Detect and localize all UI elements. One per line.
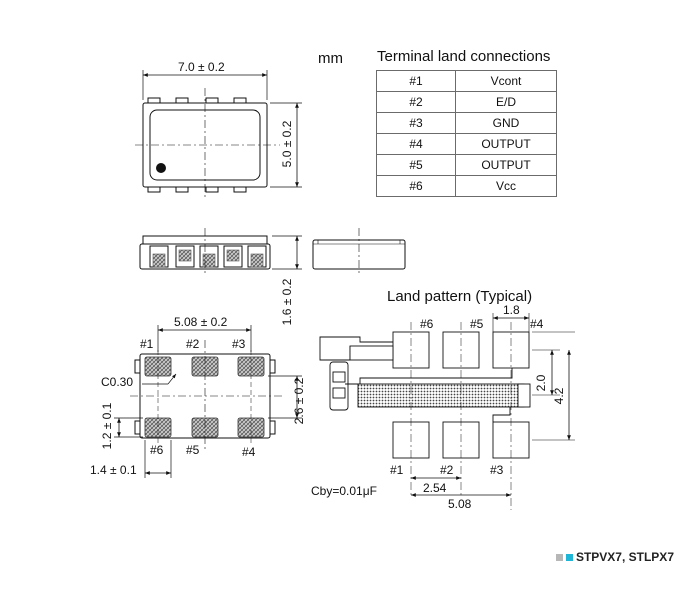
land-label: #2	[440, 463, 454, 477]
function-cell: OUTPUT	[455, 133, 557, 155]
pin-cell: #2	[376, 91, 456, 113]
ground-plane	[357, 383, 525, 408]
top-view	[135, 70, 302, 200]
land-label: #3	[490, 463, 504, 477]
land-pattern-title: Land pattern (Typical)	[387, 288, 533, 305]
pad-height-dim: 1.2 ± 0.1	[100, 402, 114, 450]
pad-gap-dim: 2.6 ± 0.2	[292, 377, 306, 425]
unit-label: mm	[318, 50, 343, 67]
footer-square-cyan	[565, 553, 573, 561]
land-dim-right-a: 2.0	[534, 374, 548, 392]
land-label: #6	[420, 317, 434, 331]
length-dim: 7.0 ± 0.2	[178, 60, 225, 74]
pad-span-dim: 5.08 ± 0.2	[174, 315, 228, 329]
capacitor-pad	[329, 361, 349, 411]
pin-cell: #4	[376, 133, 456, 155]
function-cell: Vcont	[455, 70, 557, 92]
pin-cell: #1	[376, 70, 456, 92]
pin-cell: #3	[376, 112, 456, 134]
pad-width-dim: 1.4 ± 0.1	[90, 463, 137, 477]
land-dim-right-b: 4.2	[552, 387, 566, 405]
capacitor-label: Cby=0.01μF	[311, 484, 377, 498]
pin-cell: #6	[376, 175, 456, 197]
width-dim: 5.0 ± 0.2	[280, 120, 294, 168]
pin-cell: #5	[376, 154, 456, 176]
land-dim-bottom-a: 2.54	[423, 481, 447, 495]
height-dim: 1.6 ± 0.2	[280, 278, 294, 326]
pin1-marker	[156, 163, 166, 173]
footer-square-gray	[555, 553, 563, 561]
bottom-pin-label: #3	[232, 337, 246, 351]
bottom-pin-label: #1	[140, 337, 154, 351]
side-view	[139, 228, 406, 276]
bottom-pin-label: #2	[186, 337, 200, 351]
land-label: #4	[530, 317, 544, 331]
bottom-pin-label: #6	[150, 443, 164, 457]
function-cell: OUTPUT	[455, 154, 557, 176]
bottom-pin-label: #4	[242, 445, 256, 459]
land-label: #5	[470, 317, 484, 331]
function-cell: GND	[455, 112, 557, 134]
footer-model-label: STPVX7, STLPX7	[555, 550, 674, 564]
land-label: #1	[390, 463, 404, 477]
bottom-pin-label: #5	[186, 443, 200, 457]
bottom-view	[114, 325, 302, 478]
function-cell: E/D	[455, 91, 557, 113]
land-dim-top: 1.8	[503, 303, 520, 317]
function-cell: Vcc	[455, 175, 557, 197]
footer-text: STPVX7, STLPX7	[575, 550, 674, 564]
terminal-table-title: Terminal land connections	[377, 48, 551, 65]
land-dim-bottom-b: 5.08	[448, 497, 472, 511]
chamfer-label: C0.30	[101, 375, 134, 389]
land-pattern	[319, 313, 575, 510]
